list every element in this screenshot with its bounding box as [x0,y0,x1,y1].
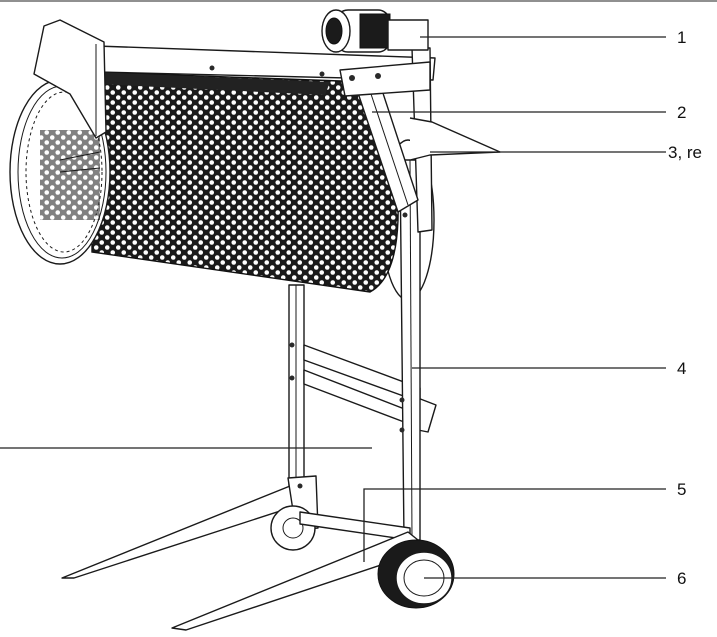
callout-label-1: 1 [677,28,686,47]
drum [9,19,436,301]
drum-mesh [91,71,399,293]
callout-label-6: 6 [677,569,686,588]
callout-label-5: 5 [677,480,686,499]
front-frame [339,47,501,541]
base [61,475,455,631]
callout-label-3: 3, re [668,143,702,162]
motor [321,9,429,53]
callout-label-2: 2 [677,103,686,122]
callout-label-4: 4 [677,359,686,378]
leaders [0,36,666,579]
